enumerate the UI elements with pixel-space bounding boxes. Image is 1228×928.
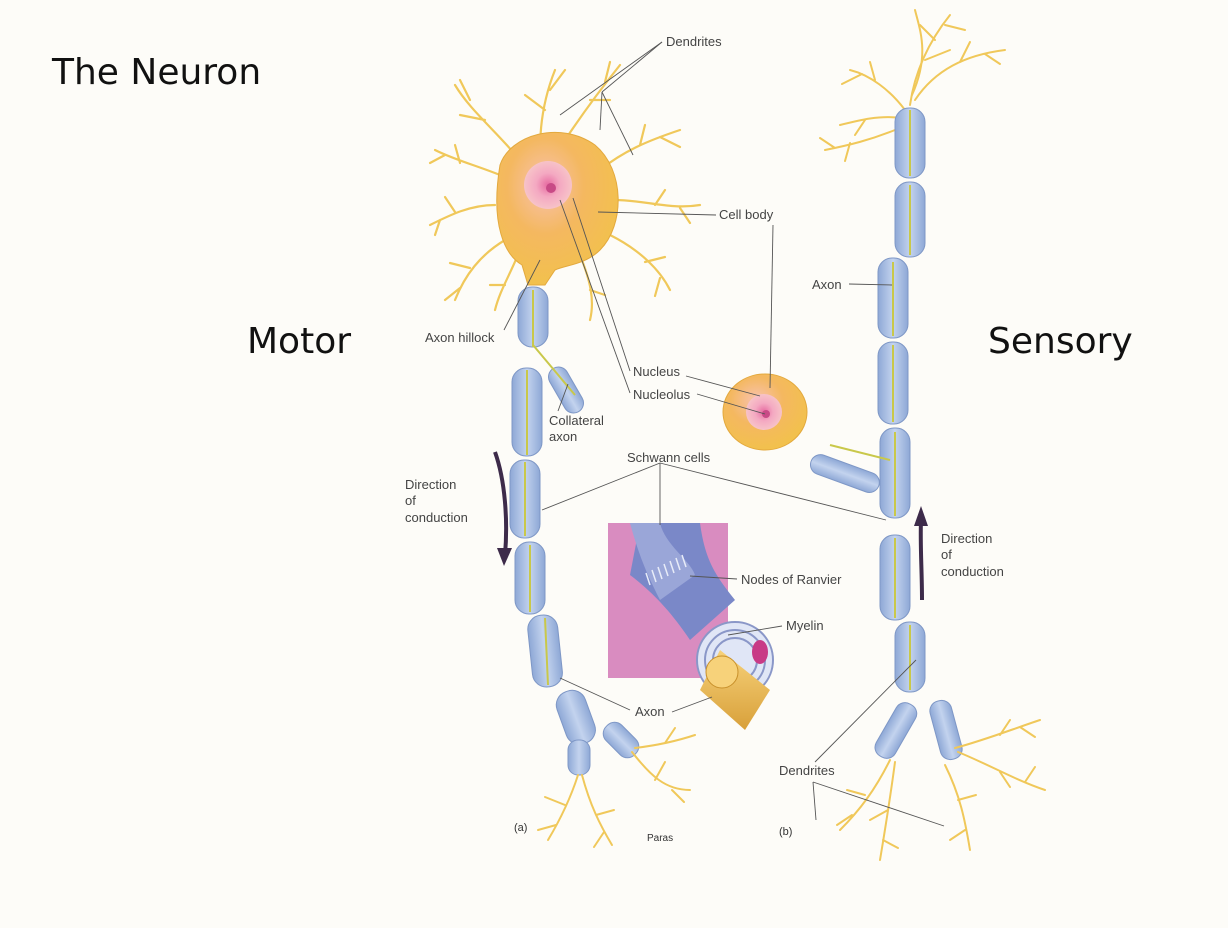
motor-nucleolus: [546, 183, 556, 193]
sensory-bottom-dendrites: [836, 719, 1046, 861]
label-dendrites-bottom: Dendrites: [779, 763, 835, 778]
label-panel-a: (a): [514, 822, 527, 834]
motor-dendrites: [428, 60, 702, 322]
label-collateral-axon-1: Collateral: [549, 413, 604, 428]
label-axon-hillock: Axon hillock: [425, 330, 495, 345]
label-nucleolus: Nucleolus: [633, 387, 691, 402]
label-myelin: Myelin: [786, 618, 824, 633]
sensory-top-dendrites: [819, 9, 1006, 162]
motor-neuron: [428, 60, 702, 848]
label-collateral-axon-2: axon: [549, 429, 577, 444]
motor-label: Motor: [247, 321, 352, 362]
label-panel-b: (b): [779, 826, 792, 838]
label-nucleus: Nucleus: [633, 364, 680, 379]
motor-direction-arrow: [493, 451, 509, 556]
leader-lines: [503, 41, 945, 827]
label-direction-sensory-1: Direction: [941, 531, 992, 546]
label-direction-sensory-2: of: [941, 547, 952, 562]
label-schwann-cells: Schwann cells: [627, 450, 711, 465]
motor-axon-terminals: [537, 727, 696, 848]
label-axon-sensory: Axon: [812, 277, 842, 292]
label-dendrites-top: Dendrites: [666, 34, 722, 49]
myelin-inset: [608, 523, 774, 730]
sensory-label: Sensory: [988, 321, 1133, 362]
motor-axon: [509, 286, 596, 745]
label-cell-body: Cell body: [719, 207, 774, 222]
label-axon-inset: Axon: [635, 704, 665, 719]
motor-cell-body: [496, 131, 619, 286]
sensory-neuron: [722, 9, 1046, 861]
label-direction-sensory-3: conduction: [941, 564, 1004, 579]
sensory-direction-arrow: [918, 519, 924, 601]
label-nodes-of-ranvier: Nodes of Ranvier: [741, 572, 842, 587]
label-credit: Paras: [647, 833, 673, 844]
sensory-axon: [809, 107, 963, 761]
label-direction-motor-3: conduction: [405, 510, 468, 525]
label-direction-motor-1: Direction: [405, 477, 456, 492]
sensory-nucleolus: [762, 410, 770, 418]
slide-title: The Neuron: [52, 52, 262, 93]
label-direction-motor-2: of: [405, 493, 416, 508]
